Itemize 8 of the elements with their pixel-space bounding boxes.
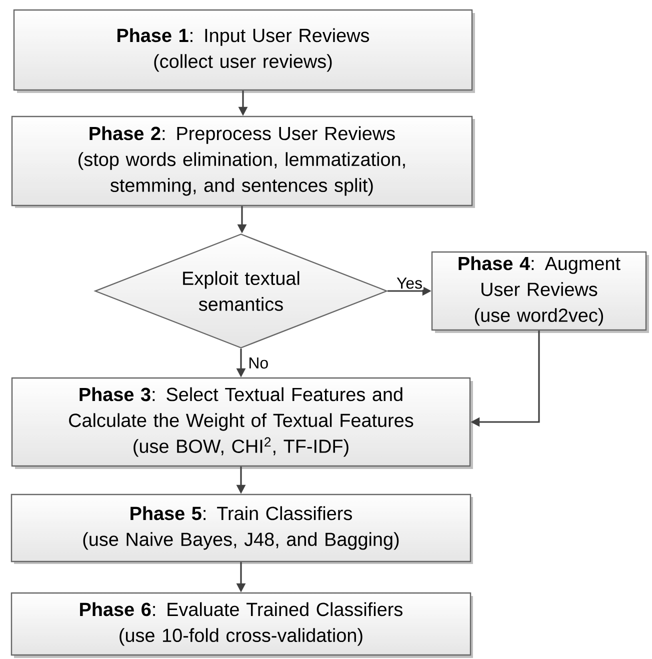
process-box: Phase 5: Train Classifiers (use Naive Bayes, J48, and Bagging) [10,494,473,564]
process-box: Phase 4: Augment User Reviews (use word2vec) [431,251,649,333]
process-box: Phase 2: Preprocess User Reviews (stop words elimination, lemmatization, stemming, and sentences split) [11,116,475,208]
process-box: Phase 6: Evaluate Trained Classifiers (use 10-fold cross-validation) [10,592,473,658]
edge-label: Yes [396,278,422,289]
process-box: Phase 3: Select Textual Features and Calculate the Weight of Textual Features (use BOW, CHI$^{2}$, TF-IDF) [11,377,473,469]
process-box: Phase 1: Input User Reviews (collect user reviews) [13,9,475,93]
edge-label: No [250,357,268,369]
